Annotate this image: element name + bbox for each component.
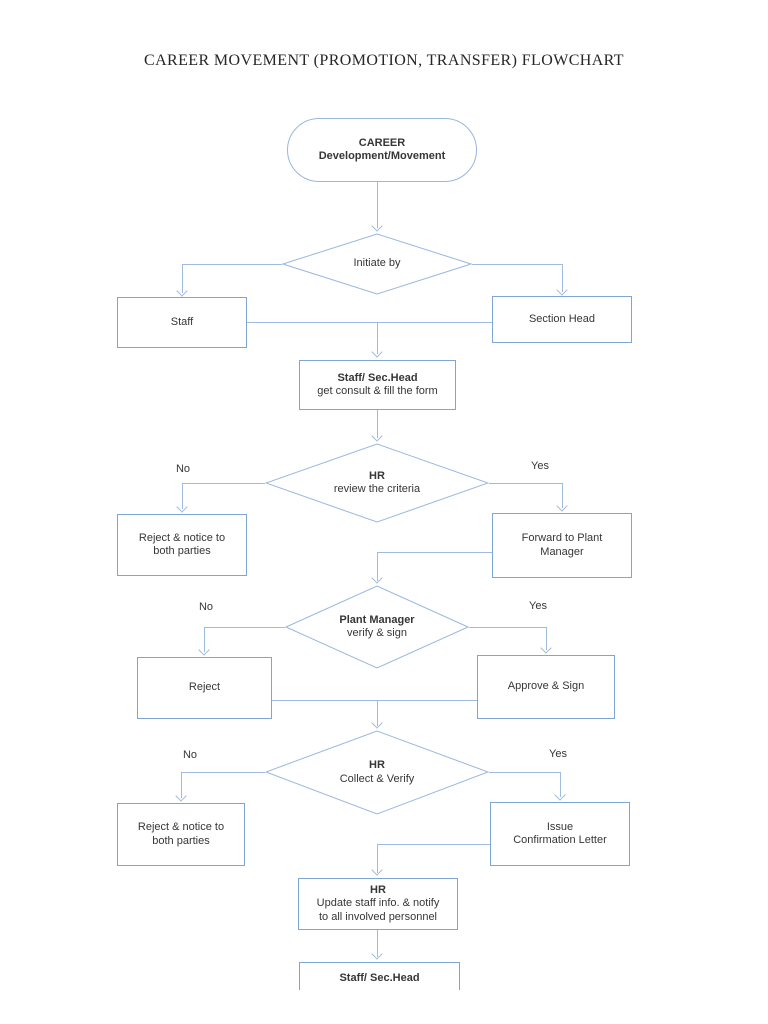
process-reject-notice-2: Reject & notice to both parties (117, 803, 245, 866)
arrowhead-down-icon (371, 220, 383, 232)
arrowhead-down-icon (371, 948, 383, 960)
arrowhead-down-icon (176, 501, 188, 513)
node-text: HR (370, 883, 386, 896)
connector-pmverify-no-drop (204, 627, 205, 652)
connector-initiate-to-sectionhead-drop (562, 264, 563, 292)
node-text: both parties (153, 545, 211, 557)
node-text: Reject (188, 681, 221, 694)
node-text: Development/Movement (318, 150, 446, 162)
node-text: Approve & Sign (507, 680, 585, 693)
connector-hrcollect-no (181, 772, 265, 773)
page-title: CAREER MOVEMENT (PROMOTION, TRANSFER) FL… (144, 52, 624, 69)
connector-to-hrcollect (377, 700, 378, 726)
arrowhead-down-icon (175, 790, 187, 802)
diamond-shape (265, 730, 489, 815)
connector-issue-to-hrupdate-drop (377, 844, 378, 873)
connector-hrcollect-yes (489, 772, 560, 773)
node-text: HR (369, 469, 385, 482)
terminator-career-development: CAREER Development/Movement (287, 118, 477, 182)
node-text: Forward to Plant (521, 532, 603, 544)
process-section-head: Section Head (492, 296, 632, 343)
node-text: Collect & Verify (339, 772, 415, 785)
decision-initiate-by: Initiate by (282, 233, 472, 295)
process-reject: Reject (137, 657, 272, 719)
node-text: review the criteria (333, 483, 421, 495)
node-text: Section Head (528, 312, 596, 325)
connector-pmverify-yes-drop (546, 627, 547, 650)
decision-plant-manager-verify: Plant Manager verify & sign (285, 585, 469, 669)
connector-staff-sectionhead (247, 322, 492, 323)
decision-hr-review-criteria: HR review the criteria (265, 443, 489, 523)
connector-pmverify-no (204, 627, 285, 628)
connector-hrreview-yes-drop (562, 483, 563, 508)
node-text: CAREER (358, 136, 406, 149)
branch-label-no: No (182, 749, 198, 761)
node-text: Staff/ Sec.Head (339, 972, 420, 984)
node-text: Reject & notice to (137, 821, 225, 833)
connector-hrupdate-to-final (377, 930, 378, 957)
node-text: verify & sign (347, 627, 407, 639)
node-text: Reject & notice to (138, 531, 226, 544)
arrowhead-down-icon (371, 572, 383, 584)
arrowhead-down-icon (176, 285, 188, 297)
arrowhead-down-icon (371, 346, 383, 358)
node-text: HR (369, 759, 385, 771)
node-text: Issue (546, 820, 574, 833)
connector-pmverify-yes (469, 627, 546, 628)
connector-reject-approve (272, 700, 477, 701)
connector-forward-to-pmverify (377, 552, 492, 553)
process-staff-sec-head-final: Staff/ Sec.Head (299, 962, 460, 990)
process-hr-update-notify: HR Update staff info. & notify to all in… (298, 878, 458, 930)
branch-label-yes: Yes (549, 748, 567, 760)
diamond-shape (282, 233, 472, 295)
connector-initiate-to-sectionhead (472, 264, 562, 265)
node-text: to all involved personnel (318, 910, 438, 923)
connector-to-consult (377, 322, 378, 354)
node-text: both parties (152, 834, 210, 847)
connector-initiate-to-staff-drop (182, 264, 183, 293)
node-text: Confirmation Letter (513, 834, 607, 846)
arrowhead-down-icon (554, 789, 566, 801)
arrowhead-down-icon (540, 642, 552, 654)
connector-hrcollect-yes-drop (560, 772, 561, 797)
arrowhead-down-icon (556, 284, 568, 296)
process-reject-notice-1: Reject & notice to both parties (117, 514, 247, 576)
connector-issue-to-hrupdate (377, 844, 490, 845)
node-text: Update staff info. & notify (316, 897, 440, 910)
arrowhead-down-icon (371, 864, 383, 876)
arrowhead-down-icon (371, 430, 383, 442)
process-issue-confirmation-letter: Issue Confirmation Letter (490, 802, 630, 866)
arrowhead-down-icon (198, 644, 210, 656)
connector-start-to-initiate (377, 182, 378, 228)
branch-label-yes: Yes (531, 460, 549, 472)
process-consult-fill-form: Staff/ Sec.Head get consult & fill the f… (299, 360, 456, 410)
diamond-shape (265, 443, 489, 523)
arrowhead-down-icon (371, 717, 383, 729)
arrowhead-down-icon (556, 500, 568, 512)
node-text: Staff/ Sec.Head (337, 371, 418, 384)
node-text: Initiate by (353, 257, 401, 270)
node-text: get consult & fill the form (317, 385, 438, 397)
connector-consult-to-hrreview (377, 410, 378, 438)
connector-initiate-to-staff (182, 264, 282, 265)
node-text: Plant Manager (339, 613, 415, 626)
branch-label-no: No (175, 463, 191, 475)
connector-hrcollect-no-drop (181, 772, 182, 798)
process-forward-plant-manager: Forward to Plant Manager (492, 513, 632, 578)
connector-forward-to-pmverify-drop (377, 552, 378, 581)
process-approve-sign: Approve & Sign (477, 655, 615, 719)
node-text: Staff (170, 315, 194, 328)
decision-hr-collect-verify: HR Collect & Verify (265, 730, 489, 815)
diamond-shape (285, 585, 469, 669)
connector-hrreview-no (182, 483, 265, 484)
node-text: Manager (540, 545, 584, 558)
connector-hrreview-yes (489, 483, 562, 484)
process-staff: Staff (117, 297, 247, 348)
connector-hrreview-no-drop (182, 483, 183, 509)
branch-label-no: No (198, 601, 214, 613)
branch-label-yes: Yes (529, 600, 547, 612)
